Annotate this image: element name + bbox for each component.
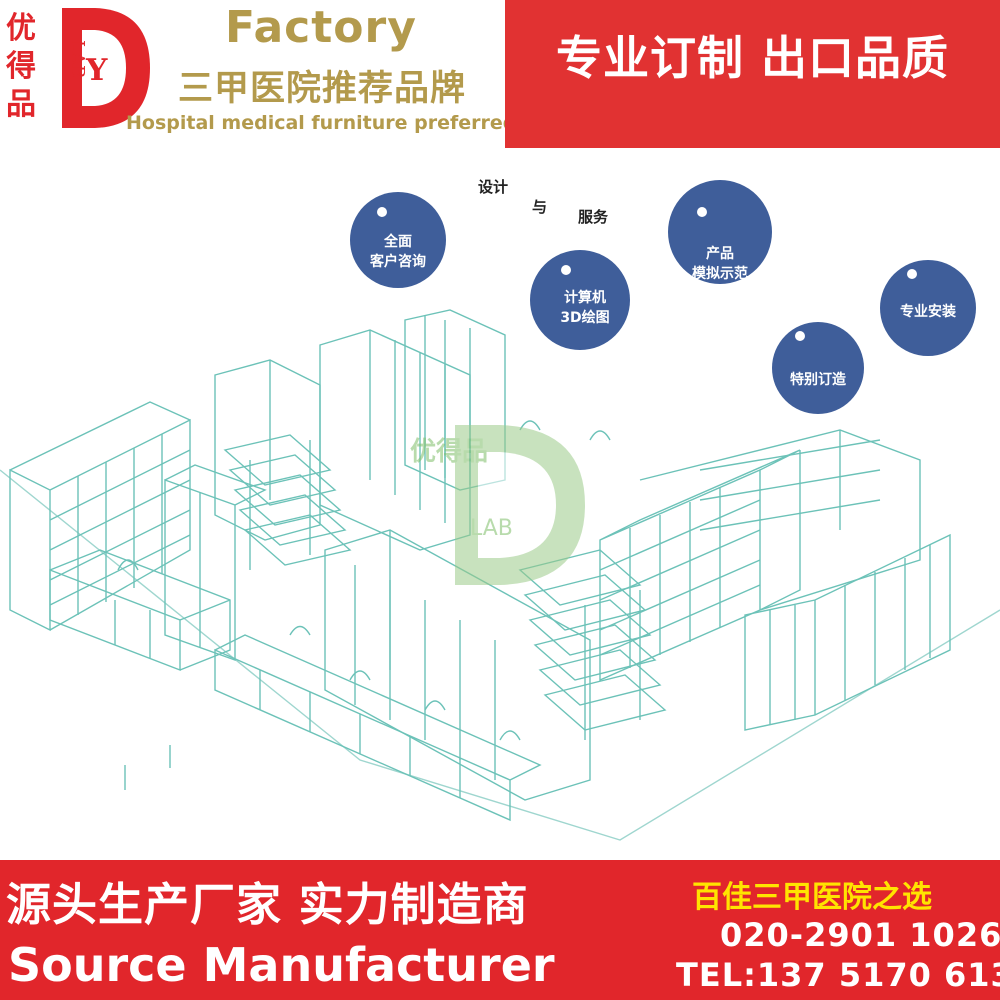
footer-cn-slogan: 源头生产厂家 实力制造商 (6, 878, 529, 931)
watermark-lab-text: LAB (470, 516, 513, 541)
logo-icon: Y LAB (62, 8, 150, 128)
design-word-3: 服务 (578, 208, 609, 226)
bubble-demo-line2: 模拟示范 (692, 265, 748, 282)
footer-tel: TEL:137 5170 6138 (676, 956, 1000, 994)
furniture-illustration: 设计 与 服务 全面 客户咨询 计算机 3D绘图 产品 模拟示范 专业安装 (0, 140, 1000, 860)
watermark-cn-text: 优得品 (410, 437, 488, 467)
service-bubble-demo: 产品 模拟示范 (668, 180, 772, 284)
bubble-demo-line1: 产品 (706, 245, 734, 262)
svg-text:Y: Y (85, 53, 108, 88)
service-bubble-install: 专业安装 (880, 260, 976, 356)
footer-phone: 020-2901 1026 (720, 916, 1000, 954)
bubble-3d-line2: 3D绘图 (560, 309, 609, 326)
service-bubble-custom: 特别订造 (772, 322, 864, 414)
bubble-custom-line1: 特别订造 (790, 371, 846, 388)
bubble-install-line1: 专业安装 (900, 303, 957, 320)
furniture-layout-drawing: 设计 与 服务 全面 客户咨询 计算机 3D绘图 产品 模拟示范 专业安装 (0, 178, 1000, 841)
bubble-consult-line1: 全面 (383, 233, 412, 250)
design-word-1: 设计 (478, 178, 508, 196)
factory-cn-slogan: 三甲医院推荐品牌 (178, 69, 467, 109)
service-bubble-consult: 全面 客户咨询 (350, 192, 446, 288)
header-red-banner: 专业订制 出口品质 (505, 0, 1000, 148)
design-word-2: 与 (532, 198, 547, 216)
red-banner-text: 专业订制 出口品质 (555, 31, 949, 85)
service-bubble-3d: 计算机 3D绘图 (530, 250, 630, 350)
footer-banner: 源头生产厂家 实力制造商 Source Manufacturer 百佳三甲医院之… (0, 860, 1000, 1000)
logo-lab-text: LAB (67, 40, 88, 78)
footer-en-slogan: Source Manufacturer (8, 938, 555, 992)
factory-title: Factory (225, 2, 417, 53)
bubble-3d-line1: 计算机 (564, 289, 606, 306)
brand-logo: Y LAB 优得品 (0, 0, 165, 140)
logo-cn-text: 优得品 (6, 11, 36, 122)
watermark-logo: 优得品 LAB (410, 425, 585, 585)
bubble-consult-line2: 客户咨询 (369, 253, 426, 270)
footer-yellow-slogan: 百佳三甲医院之选 (692, 880, 932, 915)
factory-en-slogan: Hospital medical furniture preferred bra… (126, 112, 586, 134)
